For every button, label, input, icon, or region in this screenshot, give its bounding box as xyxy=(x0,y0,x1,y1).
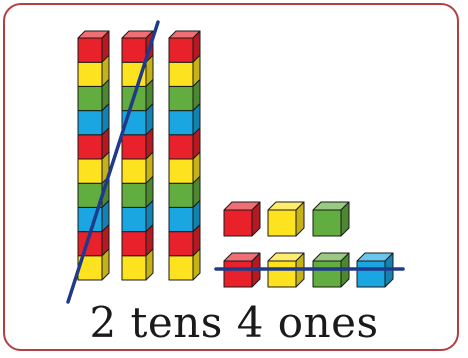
ten-rods xyxy=(78,31,200,280)
loose-cubes xyxy=(224,202,393,287)
ten-rod xyxy=(78,31,109,280)
rod-cube xyxy=(169,31,200,62)
rod-cube xyxy=(78,31,109,62)
ten-rod xyxy=(169,31,200,280)
one-cube xyxy=(313,202,349,236)
ten-rod xyxy=(122,31,153,280)
caption-text: 2 tens 4 ones xyxy=(0,298,468,347)
one-cube xyxy=(224,202,260,236)
one-cube xyxy=(268,202,304,236)
